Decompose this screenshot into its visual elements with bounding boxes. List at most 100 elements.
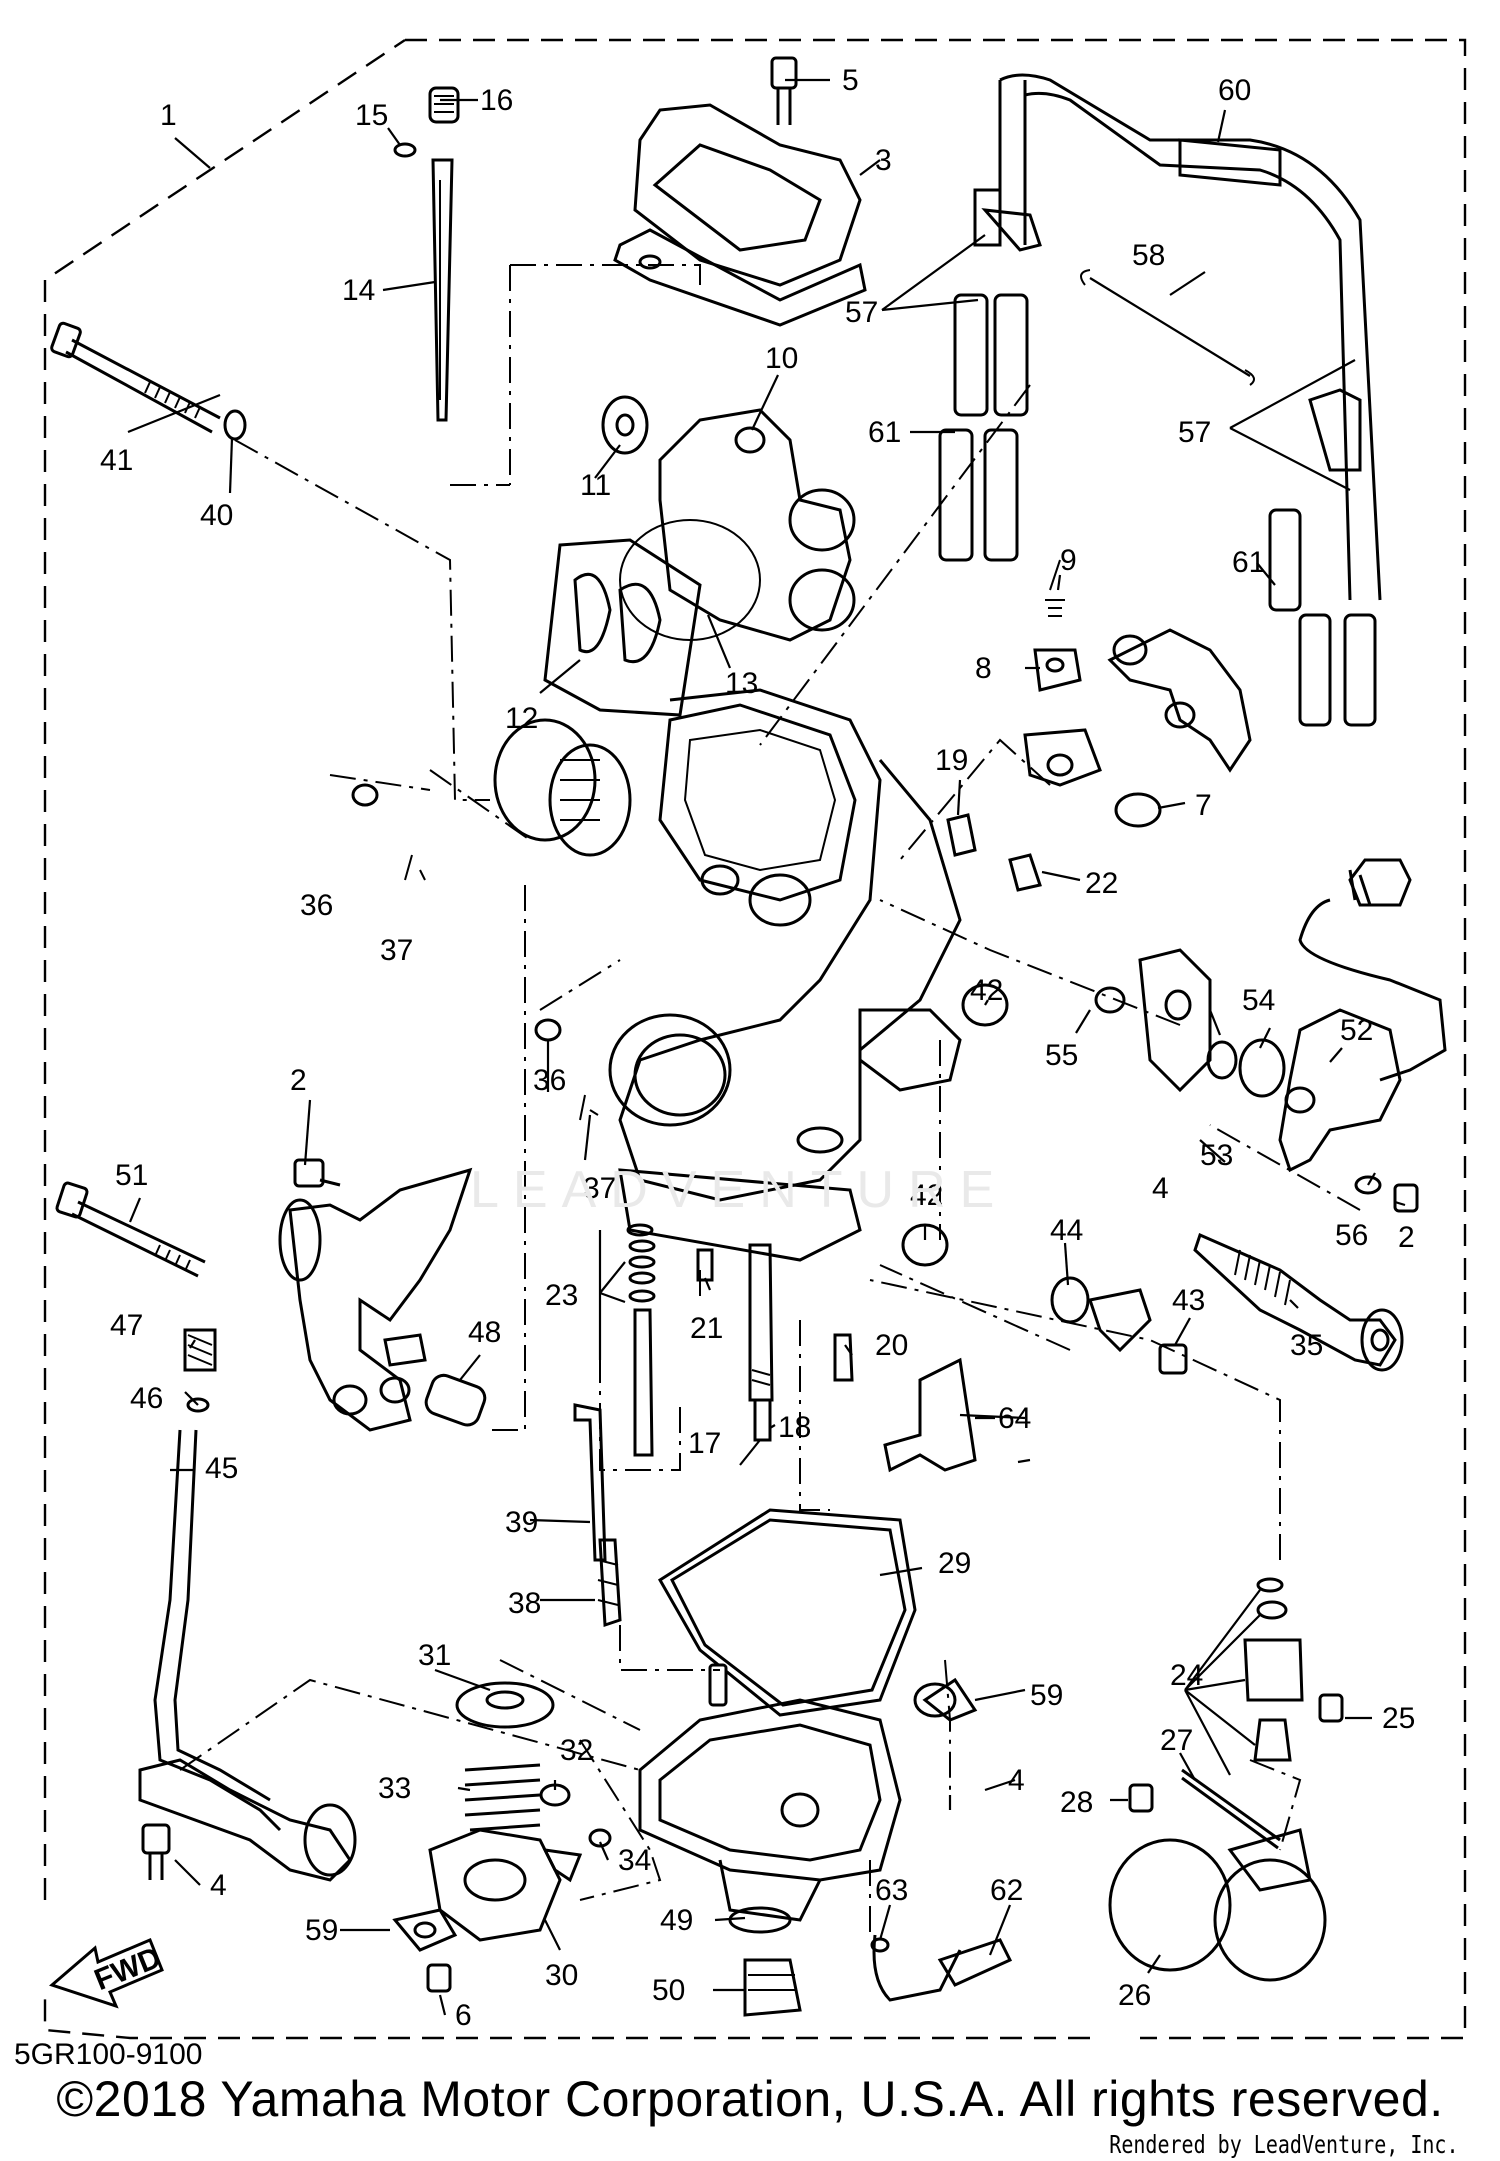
callout-62: 62 xyxy=(990,1874,1023,1907)
callout-64: 64 xyxy=(998,1402,1031,1435)
sensor-housing-10 xyxy=(543,395,856,717)
callout-37: 37 xyxy=(583,1172,616,1205)
callout-47: 47 xyxy=(110,1309,143,1342)
reference-lines xyxy=(179,264,1361,1935)
linkage-plate xyxy=(278,783,599,1432)
leader-lines xyxy=(127,78,1406,2016)
callout-10: 10 xyxy=(765,342,798,375)
callout-42: 42 xyxy=(910,1179,943,1212)
callout-5: 5 xyxy=(842,64,859,97)
callout-17: 17 xyxy=(688,1427,721,1460)
callout-22: 22 xyxy=(1085,867,1118,900)
callout-13: 13 xyxy=(725,667,758,700)
callout-27: 27 xyxy=(1160,1724,1193,1757)
starter-assembly xyxy=(1108,1577,1344,1982)
callout-34: 34 xyxy=(618,1844,651,1877)
callout-61: 61 xyxy=(1232,546,1265,579)
fwd-arrow-icon: FWD xyxy=(49,1938,166,2009)
long-bolt-51 xyxy=(55,1181,206,1278)
callout-35: 35 xyxy=(1290,1329,1323,1362)
pilot-screw-group xyxy=(393,86,460,422)
callout-8: 8 xyxy=(975,652,992,685)
callout-4: 4 xyxy=(1008,1764,1025,1797)
callout-4: 4 xyxy=(1152,1172,1169,1205)
callout-29: 29 xyxy=(938,1547,971,1580)
callout-37: 37 xyxy=(380,934,413,967)
carburetor-body xyxy=(493,688,962,1262)
callout-7: 7 xyxy=(1195,789,1212,822)
callout-2: 2 xyxy=(290,1064,307,1097)
callout-3: 3 xyxy=(875,144,892,177)
callout-25: 25 xyxy=(1382,1702,1415,1735)
callout-52: 52 xyxy=(1340,1014,1373,1047)
rendered-by-note: Rendered by LeadVenture, Inc. xyxy=(1108,2130,1458,2159)
callout-2: 2 xyxy=(1398,1221,1415,1254)
callout-44: 44 xyxy=(1050,1214,1083,1247)
callout-40: 40 xyxy=(200,499,233,532)
callout-43: 43 xyxy=(1172,1284,1205,1317)
callout-28: 28 xyxy=(1060,1786,1093,1819)
callout-63: 63 xyxy=(875,1874,908,1907)
callout-16: 16 xyxy=(480,84,513,117)
callout-46: 46 xyxy=(130,1382,163,1415)
callout-31: 31 xyxy=(418,1639,451,1672)
callout-11: 11 xyxy=(580,469,611,502)
callout-59: 59 xyxy=(305,1914,338,1947)
callout-labels: 1 2 2 3 4 4 4 4 5 6 7 8 9 10 11 12 13 14… xyxy=(100,64,1415,2032)
callout-15: 15 xyxy=(355,99,388,132)
callout-42: 42 xyxy=(970,974,1003,1007)
callout-4: 4 xyxy=(210,1869,227,1902)
callout-57: 57 xyxy=(845,296,878,329)
callout-19: 19 xyxy=(935,744,968,777)
copyright-notice: ©2018 Yamaha Motor Corporation, U.S.A. A… xyxy=(56,2071,1444,2127)
watermark: LEADVENTURE xyxy=(470,1161,1009,1219)
callout-50: 50 xyxy=(652,1974,685,2007)
throttle-cable-45 xyxy=(138,1328,357,1882)
callout-9: 9 xyxy=(1060,544,1077,577)
bracket-7-8-9 xyxy=(1023,559,1252,828)
callout-21: 21 xyxy=(690,1312,723,1345)
top-cover-3 xyxy=(613,56,867,327)
vent-hoses xyxy=(938,73,1382,727)
callout-18: 18 xyxy=(778,1411,811,1444)
callout-32: 32 xyxy=(560,1734,593,1767)
callout-55: 55 xyxy=(1045,1039,1078,1072)
callout-56: 56 xyxy=(1335,1219,1368,1252)
callout-49: 49 xyxy=(660,1904,693,1937)
callout-41: 41 xyxy=(100,444,133,477)
callout-59: 59 xyxy=(1030,1679,1063,1712)
callout-23: 23 xyxy=(545,1279,578,1312)
callout-38: 38 xyxy=(508,1587,541,1620)
callout-48: 48 xyxy=(468,1316,501,1349)
callout-54: 54 xyxy=(1242,984,1275,1017)
callout-26: 26 xyxy=(1118,1979,1151,2012)
callout-33: 33 xyxy=(378,1772,411,1805)
bracket-64 xyxy=(883,1357,977,1473)
callout-60: 60 xyxy=(1218,74,1251,107)
callout-36: 36 xyxy=(300,889,333,922)
tps-sensor-52 xyxy=(1094,858,1447,1173)
callout-39: 39 xyxy=(505,1506,538,1539)
callout-45: 45 xyxy=(205,1452,238,1485)
callout-36: 36 xyxy=(533,1064,566,1097)
callout-57: 57 xyxy=(1178,416,1211,449)
callout-51: 51 xyxy=(115,1159,148,1192)
callout-53: 53 xyxy=(1200,1139,1233,1172)
callout-24: 24 xyxy=(1170,1659,1203,1692)
callout-20: 20 xyxy=(875,1329,908,1362)
assembly-boundary xyxy=(43,38,1467,2040)
diagram-ref-code: 5GR100-9100 xyxy=(14,2038,203,2071)
float-bowl xyxy=(597,1538,1013,2017)
callout-61: 61 xyxy=(868,416,901,449)
callout-6: 6 xyxy=(455,1999,472,2032)
collar-48 xyxy=(424,1373,487,1427)
fitting-19 xyxy=(946,813,977,857)
long-bolt-41 xyxy=(50,321,247,441)
callout-58: 58 xyxy=(1132,239,1165,272)
fitting-22 xyxy=(1008,853,1042,892)
callout-14: 14 xyxy=(342,274,375,307)
callout-30: 30 xyxy=(545,1959,578,1992)
accel-pump xyxy=(392,1681,612,1993)
gasket-29 xyxy=(657,1508,917,1717)
